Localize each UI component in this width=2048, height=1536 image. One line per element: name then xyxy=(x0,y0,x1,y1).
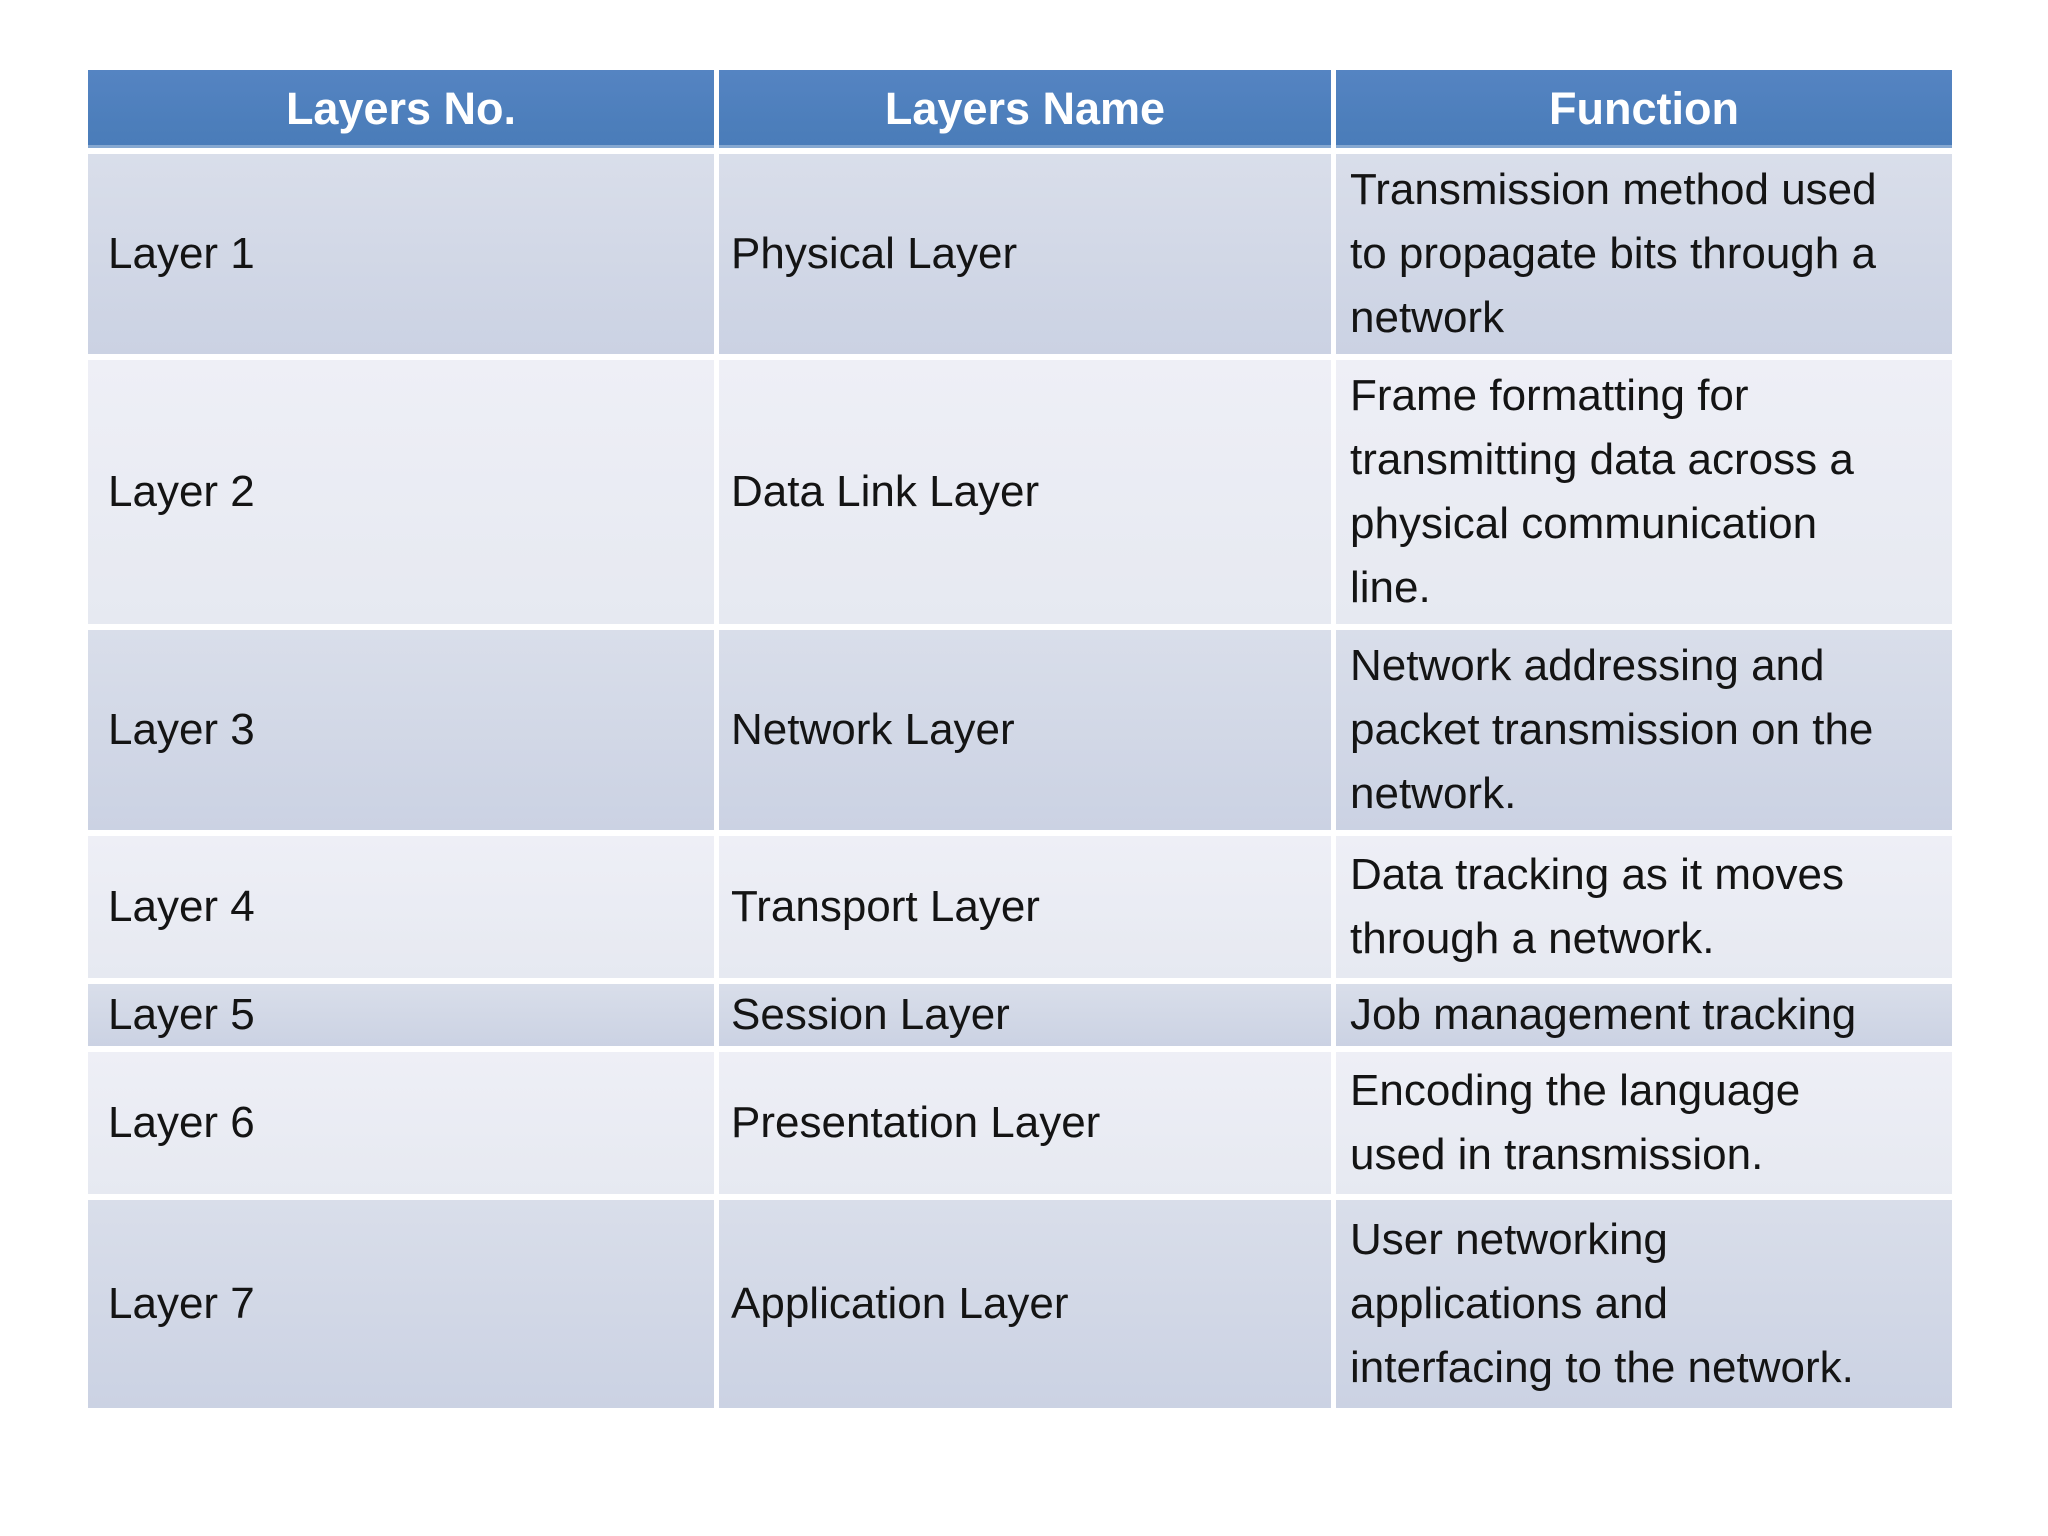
row2-function-cell: Frame formatting for transmitting data a… xyxy=(1336,360,1952,624)
row5-function-cell: Job management tracking xyxy=(1336,984,1952,1046)
row1-layer-name-cell: Physical Layer xyxy=(719,154,1331,354)
row4-function-cell: Data tracking as it moves through a netw… xyxy=(1336,836,1952,978)
row6-layer-name-cell: Presentation Layer xyxy=(719,1052,1331,1194)
row2-layer-no-cell: Layer 2 xyxy=(88,360,714,624)
row5-layer-no-cell: Layer 5 xyxy=(88,984,714,1046)
row4-layer-no-cell: Layer 4 xyxy=(88,836,714,978)
row4-layer-name-cell: Transport Layer xyxy=(719,836,1331,978)
row1-function-cell: Transmission method used to propagate bi… xyxy=(1336,154,1952,354)
row1-layer-no-cell: Layer 1 xyxy=(88,154,714,354)
row5-layer-name-cell: Session Layer xyxy=(719,984,1331,1046)
row3-layer-name-cell: Network Layer xyxy=(719,630,1331,830)
header-cell-layers-no: Layers No. xyxy=(88,70,714,148)
header-cell-layers-name: Layers Name xyxy=(719,70,1331,148)
row6-function-cell: Encoding the language used in transmissi… xyxy=(1336,1052,1952,1194)
row3-function-cell: Network addressing and packet transmissi… xyxy=(1336,630,1952,830)
row7-layer-no-cell: Layer 7 xyxy=(88,1200,714,1408)
row6-layer-no-cell: Layer 6 xyxy=(88,1052,714,1194)
row7-layer-name-cell: Application Layer xyxy=(719,1200,1331,1408)
row3-layer-no-cell: Layer 3 xyxy=(88,630,714,830)
row2-layer-name-cell: Data Link Layer xyxy=(719,360,1331,624)
osi-layers-table: Layers No. Layers Name Function Layer 1 … xyxy=(88,70,1952,1408)
row7-function-cell: User networking applications and interfa… xyxy=(1336,1200,1952,1408)
header-cell-function: Function xyxy=(1336,70,1952,148)
